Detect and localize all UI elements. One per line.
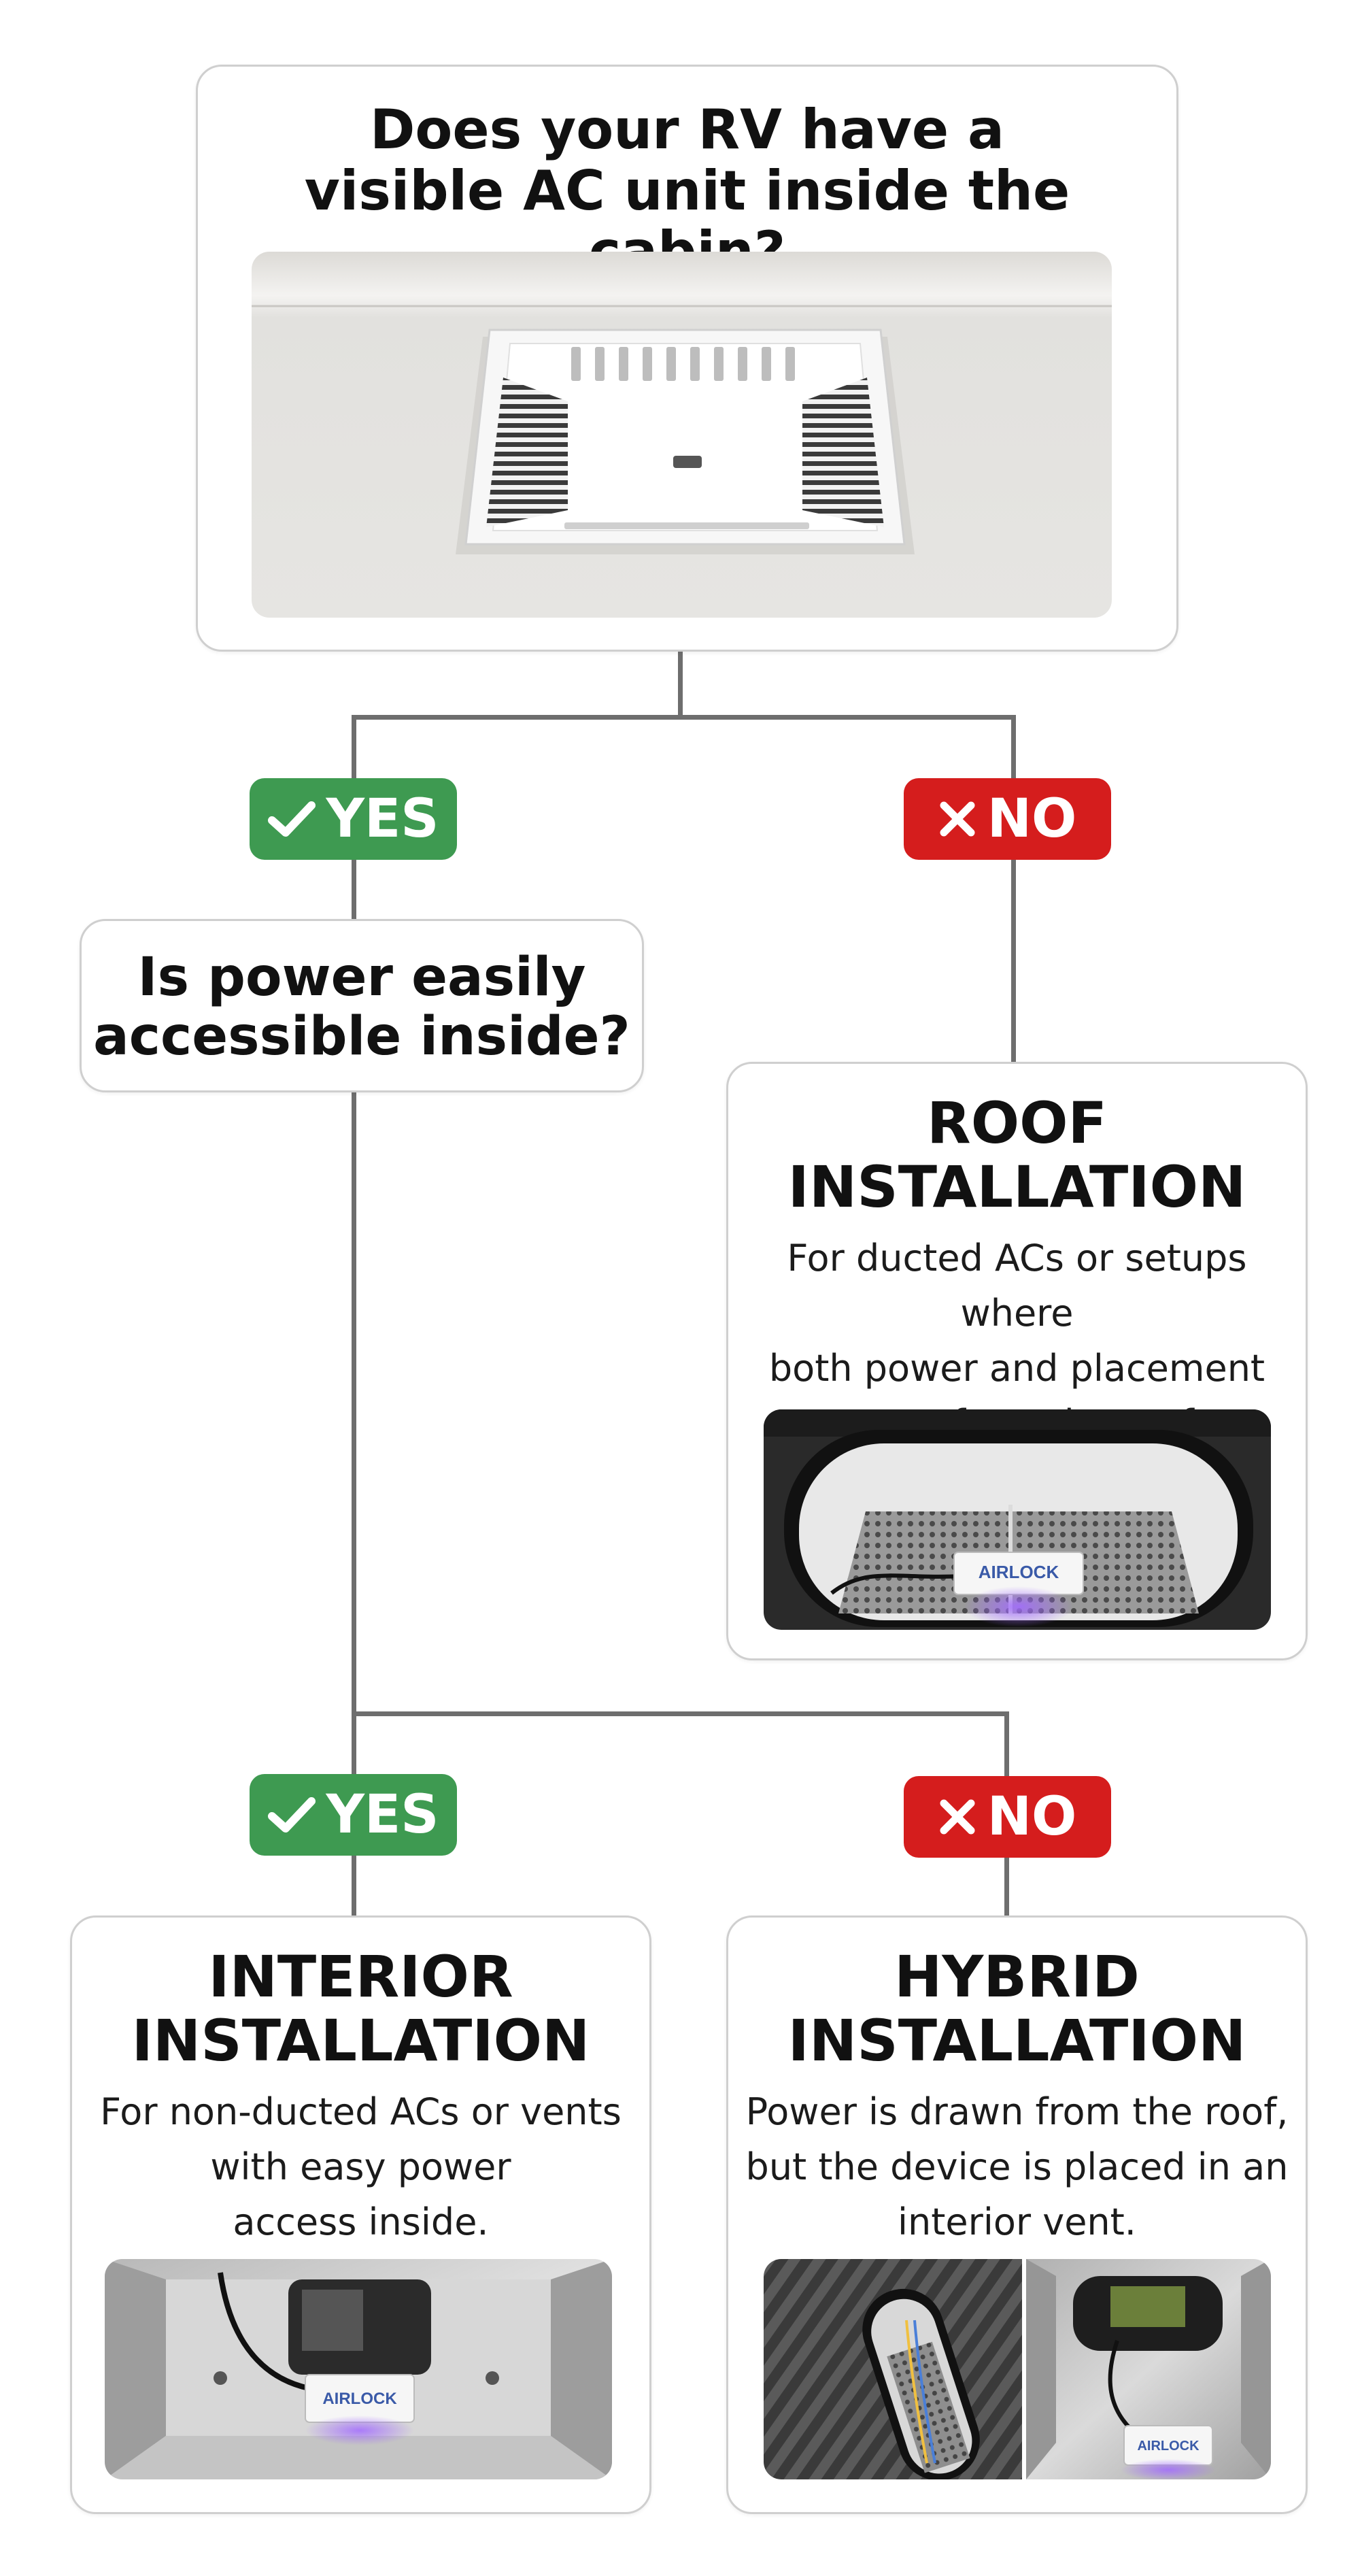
hybrid-installation-description: Power is drawn from the roof, but the de… xyxy=(728,2084,1306,2249)
connector-q1-right-drop xyxy=(1011,715,1016,1062)
question-ac-visible-title: Does your RV have a visible AC unit insi… xyxy=(198,99,1176,282)
roof-installation-photo: AIRLOCK xyxy=(764,1409,1271,1630)
yes-badge-q2: YES xyxy=(250,1774,457,1856)
no-label: NO xyxy=(987,788,1077,850)
ceiling-ac-illustration xyxy=(252,252,1112,618)
question-power-accessible-card: Is power easily accessible inside? xyxy=(80,919,644,1092)
roof-desc-line1: For ducted ACs or setups where xyxy=(787,1237,1247,1335)
yes-label: YES xyxy=(326,1784,439,1845)
interior-device-brand-label: AIRLOCK xyxy=(322,2390,397,2408)
q2-title-line2: accessible inside? xyxy=(93,1006,630,1068)
roof-device-brand-label: AIRLOCK xyxy=(979,1562,1059,1582)
question-ac-visible-card: Does your RV have a visible AC unit insi… xyxy=(196,65,1178,652)
interior-desc-line1: For non-ducted ACs or vents xyxy=(100,2090,622,2133)
checkmark-icon xyxy=(267,1794,316,1835)
interior-installation-title: INTERIOR INSTALLATION xyxy=(72,1945,649,2073)
yes-label: YES xyxy=(326,788,439,850)
connector-q1-horizontal xyxy=(352,715,1016,720)
interior-title-line1: INTERIOR xyxy=(208,1943,513,2010)
hybrid-installation-photo: AIRLOCK xyxy=(764,2259,1271,2479)
yes-badge-q1: YES xyxy=(250,778,457,860)
interior-installation-card: INTERIOR INSTALLATION For non-ducted ACs… xyxy=(70,1916,651,2514)
hybrid-installation-title: HYBRID INSTALLATION xyxy=(728,1945,1306,2073)
hybrid-device-brand-label: AIRLOCK xyxy=(1137,2439,1200,2454)
checkmark-icon xyxy=(267,799,316,839)
roof-desc-line2: both power and placement xyxy=(768,1347,1265,1390)
question-power-accessible-title: Is power easily accessible inside? xyxy=(82,948,642,1067)
x-cross-icon xyxy=(938,1798,976,1836)
x-cross-icon xyxy=(938,800,976,838)
roof-title-line2: INSTALLATION xyxy=(787,1154,1246,1221)
q1-title-line1: Does your RV have a xyxy=(369,98,1004,161)
roof-installation-title: ROOF INSTALLATION xyxy=(728,1091,1306,1219)
q2-title-line1: Is power easily xyxy=(137,947,586,1008)
interior-installation-description: For non-ducted ACs or vents with easy po… xyxy=(72,2084,649,2249)
hybrid-title-line2: INSTALLATION xyxy=(787,2007,1246,2075)
no-badge-q1: NO xyxy=(904,778,1111,860)
hybrid-installation-card: HYBRID INSTALLATION Power is drawn from … xyxy=(726,1916,1308,2514)
no-label: NO xyxy=(987,1786,1077,1847)
roof-installation-card: ROOF INSTALLATION For ducted ACs or setu… xyxy=(726,1062,1308,1660)
hybrid-desc-line3: interior vent. xyxy=(898,2201,1136,2243)
hybrid-desc-line2: but the device is placed in an xyxy=(745,2145,1289,2188)
connector-q1-stem xyxy=(678,652,683,717)
interior-installation-photo: AIRLOCK xyxy=(105,2259,612,2479)
hybrid-title-line1: HYBRID xyxy=(894,1943,1140,2010)
interior-desc-line2: with easy power xyxy=(210,2145,511,2188)
roof-title-line1: ROOF xyxy=(927,1090,1107,1156)
hybrid-desc-line1: Power is drawn from the roof, xyxy=(745,2090,1289,2133)
interior-title-line2: INSTALLATION xyxy=(131,2007,590,2075)
no-badge-q2: NO xyxy=(904,1776,1111,1858)
connector-q2-horizontal xyxy=(352,1711,1009,1716)
interior-desc-line3: access inside. xyxy=(233,2201,489,2243)
connector-q2-stem xyxy=(352,1090,356,1716)
ceiling-ac-unit-photo xyxy=(252,252,1112,618)
